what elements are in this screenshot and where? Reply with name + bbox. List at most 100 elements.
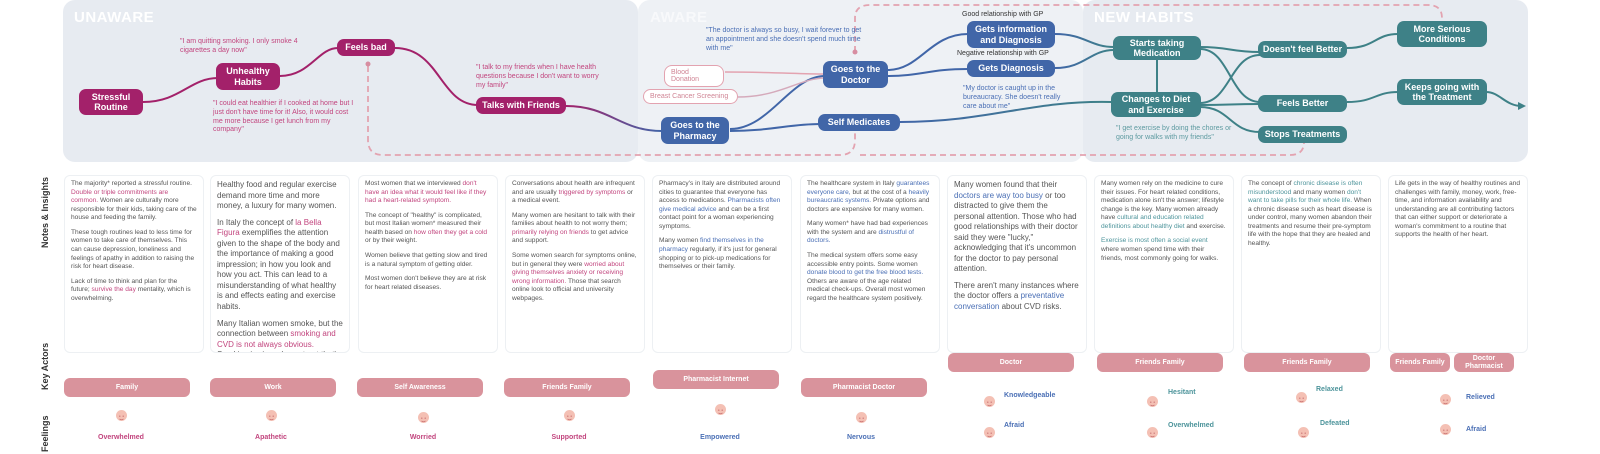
note-text: The concept of — [1248, 180, 1294, 187]
note-column-friends: Conversations about health are infrequen… — [505, 175, 645, 353]
node-changes-diet[interactable]: Changes to Diet and Exercise — [1111, 92, 1201, 117]
node-stressful-routine[interactable]: Stressful Routine — [79, 89, 143, 115]
quote-eat-healthier: "I could eat healthier if I cooked at ho… — [213, 100, 354, 134]
feeling-label: Relieved — [1466, 394, 1495, 401]
note-text: smoking and CVD is not always obvious. — [217, 329, 336, 349]
note-paragraph: Many women rely on the medicine to cure … — [1101, 180, 1227, 231]
note-text: to get advice and support. — [512, 228, 629, 245]
smiley-face-icon — [984, 427, 995, 438]
smiley-face-icon — [564, 410, 575, 421]
note-text: Conversations about health are infrequen… — [512, 180, 635, 196]
note-paragraph: The concept of "healthy" is complicated,… — [365, 212, 491, 246]
quote-smoking: "I am quitting smoking. I only smoke 4 c… — [180, 38, 298, 54]
node-stops-treatments[interactable]: Stops Treatments — [1258, 126, 1347, 143]
actor-pharmacist-internet: Pharmacist Internet — [653, 370, 779, 389]
note-text: don't want to take pills for their whole… — [1248, 188, 1362, 205]
smiley-face-icon — [1298, 427, 1309, 438]
note-paragraph: Most women don't believe they are at ris… — [365, 275, 491, 292]
note-text: Many women rely on the medicine to cure … — [1101, 180, 1224, 222]
node-goes-to-pharmacy[interactable]: Goes to the Pharmacy — [661, 117, 729, 144]
smiley-face-icon — [1440, 394, 1451, 405]
note-column-feels-bad: Most women that we interviewed don't hav… — [358, 175, 498, 353]
note-text: chronic disease is often misunderstood — [1248, 180, 1363, 196]
note-text: but at the cost of a — [850, 188, 909, 196]
node-keeps-going[interactable]: Keeps going with the Treatment — [1397, 79, 1487, 105]
note-text: heavily bureaucratic systems. — [807, 188, 930, 205]
note-text: don't have an idea what it would feel li… — [365, 180, 487, 205]
node-goes-to-doctor[interactable]: Goes to the Doctor — [823, 61, 888, 88]
node-feels-better[interactable]: Feels Better — [1258, 95, 1347, 112]
feeling-label: Nervous — [846, 434, 875, 441]
node-doesnt-feel-better[interactable]: Doesn't feel Better — [1258, 41, 1347, 58]
feeling-label: Afraid — [1004, 422, 1025, 429]
note-text: When a chronic disease such as heart dis… — [1248, 197, 1372, 247]
note-text: The majority* reported a stressful routi… — [71, 180, 192, 187]
note-text: Many women — [659, 237, 701, 245]
note-paragraph: Exercise is most often a social event wh… — [1101, 237, 1227, 263]
note-paragraph: The healthcare system in Italy guarantee… — [807, 180, 933, 214]
note-text: Others are aware of the age related medi… — [807, 277, 926, 302]
note-text: where women spend time with their friend… — [1101, 245, 1219, 262]
actor-work: Work — [210, 378, 336, 397]
note-text: Women believe that getting slow and tire… — [365, 251, 488, 268]
note-text: Some women search for symptoms online, b… — [512, 251, 637, 268]
note-text: In Italy the concept of — [217, 217, 296, 227]
note-paragraph: Women believe that getting slow and tire… — [365, 252, 491, 269]
node-gets-information[interactable]: Gets information and Diagnosis — [967, 21, 1055, 48]
node-self-medicates[interactable]: Self Medicates — [818, 114, 900, 131]
smiley-face-icon — [1296, 392, 1307, 403]
note-paragraph: The concept of chronic disease is often … — [1248, 180, 1374, 249]
smiley-face-icon — [116, 410, 127, 421]
note-text: triggered by symptoms — [558, 188, 626, 196]
actor-doctor-pharmacist: Doctor Pharmacist — [1454, 353, 1514, 372]
actor-family: Family — [64, 378, 190, 397]
note-text: Life gets in the way of healthy routines… — [1395, 180, 1520, 239]
note-paragraph: Conversations about health are infrequen… — [512, 180, 638, 206]
pill-blood-donation[interactable]: Blood Donation — [664, 65, 724, 87]
note-text: Exercise is most often a social event — [1101, 237, 1208, 245]
phase-title-new-habits: NEW HABITS — [1094, 9, 1194, 26]
note-column-life: Life gets in the way of healthy routines… — [1388, 175, 1528, 353]
row-label-actors: Key Actors — [40, 342, 50, 390]
feeling-label: Overwhelmed — [98, 434, 144, 441]
note-text: guarantees everyone care, — [807, 180, 930, 196]
note-text: Double or triple commitments are common. — [71, 188, 169, 205]
smiley-face-icon — [1147, 396, 1158, 407]
feeling-label: Overwhelmed — [1168, 422, 1214, 429]
note-text: about CVD risks. — [999, 302, 1062, 312]
node-starts-medication[interactable]: Starts taking Medication — [1113, 36, 1201, 60]
feeling-label: Supported — [551, 434, 587, 441]
note-paragraph: Many women found that their doctors are … — [954, 180, 1080, 275]
node-more-serious[interactable]: More Serious Conditions — [1397, 21, 1487, 47]
node-gets-diagnosis[interactable]: Gets Diagnosis — [967, 60, 1055, 77]
note-paragraph: Many Italian women smoke, but the connec… — [217, 319, 343, 352]
note-text: exemplifies the attention given to the s… — [217, 228, 340, 312]
feeling-label: Apathetic — [255, 434, 287, 441]
note-text: and can be a first contact point for a w… — [659, 205, 774, 230]
note-text: Pharmacists often give medical advice — [659, 197, 781, 213]
note-text: or too distracted to give them the perso… — [954, 190, 1078, 274]
note-text: Healthy food and regular exercise demand… — [217, 180, 337, 211]
note-text: find themselves in the pharmacy — [659, 237, 764, 253]
smiley-face-icon — [856, 412, 867, 423]
note-paragraph: The medical system offers some easy acce… — [807, 252, 933, 303]
note-column-habits: Healthy food and regular exercise demand… — [210, 175, 350, 353]
actor-pharmacist-doctor: Pharmacist Doctor — [801, 378, 927, 397]
node-unhealthy-habits[interactable]: Unhealthy Habits — [216, 63, 280, 90]
quote-doctor-busy: "The doctor is always so busy, I wait fo… — [706, 27, 862, 52]
node-feels-bad[interactable]: Feels bad — [337, 39, 395, 56]
note-paragraph: Lack of time to think and plan for the f… — [71, 278, 197, 304]
smiley-face-icon — [984, 396, 995, 407]
row-label-notes: Notes & Insights — [40, 176, 50, 248]
note-column-doctor: The healthcare system in Italy guarantee… — [800, 175, 940, 353]
node-talks-with-friends[interactable]: Talks with Friends — [476, 97, 566, 114]
pill-breast-cancer-screening[interactable]: Breast Cancer Screening — [643, 89, 738, 104]
actor-doctor: Doctor — [948, 353, 1074, 372]
journey-connectors — [142, 4, 1526, 156]
actor-friends-family: Friends Family — [1244, 353, 1370, 372]
edge-label-good-relationship: Good relationship with GP — [962, 11, 1044, 18]
note-paragraph: Some women search for symptoms online, b… — [512, 252, 638, 303]
note-text: The concept of "healthy" is complicated,… — [365, 211, 482, 236]
quote-exercise: "I get exercise by doing the chores or g… — [1116, 125, 1232, 141]
note-text: Many women found that their — [954, 180, 1058, 189]
